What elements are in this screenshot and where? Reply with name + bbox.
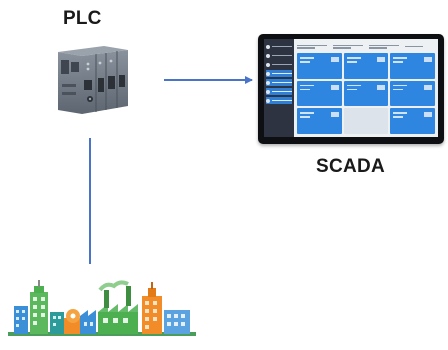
scada-tile-grid [297,53,435,134]
scada-tile [343,80,389,107]
scada-sidebar [264,39,294,137]
scada-screen [264,39,438,137]
plc-label: PLC [63,8,102,29]
scada-tile [390,80,435,107]
scada-tile [297,53,342,79]
scada-tile [297,108,342,134]
scada-tile [390,53,435,79]
scada-sidebar-item [266,52,292,59]
scada-tile [343,53,389,79]
plc-controller-icon [58,46,128,114]
scada-sidebar-item [266,97,292,104]
scada-tile [297,80,342,107]
scada-sidebar-item [266,88,292,95]
scada-tile [390,108,435,134]
scada-dashboard [294,39,438,137]
scada-tile [343,108,389,134]
scada-monitor-icon [258,34,444,144]
scada-label: SCADA [316,156,386,177]
scada-sidebar-item [266,43,292,50]
scada-sidebar-item [266,70,292,77]
scada-header [297,42,435,51]
scada-sidebar-item [266,61,292,68]
scada-sidebar-item [266,79,292,86]
factory-buildings-icon [8,280,196,336]
